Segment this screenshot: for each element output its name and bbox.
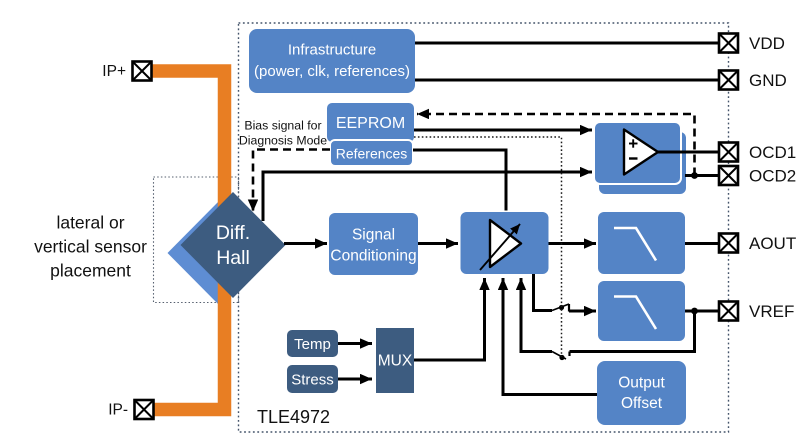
pin-cross-icon xyxy=(131,60,153,82)
comparator-icon xyxy=(622,128,660,176)
switch2-pivot-dot xyxy=(559,354,565,361)
output-offset-block: Output Offset xyxy=(597,361,686,425)
pin-ip-plus xyxy=(131,60,153,82)
references-label: References xyxy=(336,146,408,162)
pin-aout xyxy=(717,232,740,254)
lowpass-filter-aout-block xyxy=(598,212,685,274)
output-offset-label-line2: Offset xyxy=(621,395,663,412)
pin-cross-icon xyxy=(718,232,739,254)
wire-output-offset-amplifier xyxy=(497,278,597,396)
references-block: References xyxy=(329,139,414,167)
wire-references-amplifier xyxy=(413,148,508,211)
pin-vref xyxy=(717,300,740,322)
pin-ocd1 xyxy=(717,141,740,163)
pin-label-ip-plus: IP+ xyxy=(102,63,126,80)
pin-cross-icon xyxy=(718,300,739,322)
pin-label-aout: AOUT xyxy=(749,234,796,253)
amplifier-block xyxy=(460,212,549,274)
wire-hall-comparator xyxy=(261,166,592,221)
pin-cross-icon xyxy=(133,399,155,420)
pin-label-ocd1: OCD1 xyxy=(749,143,796,162)
wire-amplifier-switch1 xyxy=(532,274,552,312)
eeprom-block: EEPROM xyxy=(327,103,414,142)
output-offset-label-line1: Output xyxy=(618,375,665,392)
pin-vdd xyxy=(717,32,740,54)
hall-label-line2: Hall xyxy=(216,247,250,269)
wire-switch2-amplifier xyxy=(515,278,552,353)
bias-annotation-line1: Bias signal for xyxy=(244,119,321,133)
diagnosis-wires xyxy=(247,108,696,212)
chip-name-label: TLE4972 xyxy=(257,407,330,427)
placement-annotation-line3: placement xyxy=(50,261,131,281)
eeprom-label: EEPROM xyxy=(336,115,405,132)
amplifier-icon xyxy=(479,218,523,271)
infrastructure-label-line1: Infrastructure xyxy=(288,42,376,59)
hall-label-line1: Diff. xyxy=(216,222,250,244)
pin-cross-icon xyxy=(718,69,739,91)
placement-annotation-line1: lateral or xyxy=(56,213,124,233)
wire-ocd2-eeprom-dashed xyxy=(417,108,696,176)
temp-block: Temp xyxy=(287,330,338,357)
sensor-placement-box xyxy=(152,176,240,304)
stress-label: Stress xyxy=(291,372,334,389)
switch1-pivot-dot xyxy=(558,304,565,311)
stress-block: Stress xyxy=(287,365,338,393)
pin-label-vdd: VDD xyxy=(749,34,785,53)
infrastructure-block: Infrastructure (power, clk, references) xyxy=(249,29,415,93)
pin-label-vref: VREF xyxy=(749,302,794,321)
hall-diamond xyxy=(180,192,286,298)
junction-vref xyxy=(691,307,698,315)
signal-wires xyxy=(261,41,719,396)
comparator-block xyxy=(593,121,686,194)
placement-annotation-line2: vertical sensor xyxy=(34,237,147,257)
wire-vref-switch2 xyxy=(569,311,696,353)
signal-conditioning-label-line1: Signal xyxy=(352,227,395,244)
lowpass-filter-icon xyxy=(614,226,658,262)
temp-label: Temp xyxy=(294,336,331,353)
infrastructure-label-line2: (power, clk, references) xyxy=(254,63,410,80)
mux-label: MUX xyxy=(378,353,413,370)
pin-gnd xyxy=(717,69,740,91)
pin-ocd2 xyxy=(717,164,740,187)
wire-bias-hall-dashed xyxy=(247,148,330,212)
pin-label-ocd2: OCD2 xyxy=(749,167,796,186)
pin-ip-minus xyxy=(133,398,155,421)
mux-block: MUX xyxy=(376,328,414,393)
pin-label-gnd: GND xyxy=(749,71,787,90)
pin-label-ip-minus: IP- xyxy=(108,402,128,419)
bias-annotation-line2: Diagnosis Mode xyxy=(239,134,327,148)
wire-mux-amplifier xyxy=(414,278,490,362)
lowpass-filter-icon xyxy=(614,295,658,330)
pin-cross-icon xyxy=(718,165,739,186)
lowpass-filter-vref-block xyxy=(598,281,685,341)
pin-cross-icon xyxy=(718,141,739,163)
pin-cross-icon xyxy=(718,32,739,54)
signal-conditioning-block: Signal Conditioning xyxy=(329,213,418,275)
signal-conditioning-label-line2: Conditioning xyxy=(330,248,416,265)
pin-terminals xyxy=(131,32,740,421)
